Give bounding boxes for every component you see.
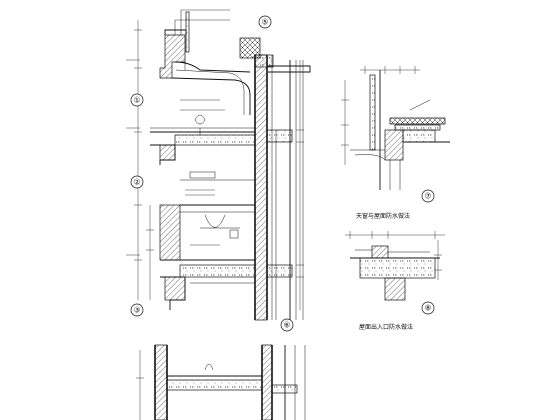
parapet [159,10,311,115]
lower-wall-section [136,344,306,420]
section-mark-5-label: ⑤ [261,18,268,27]
detail-8-caption: 屋面出入口防水做法 [359,323,413,331]
main-wall [254,54,304,321]
floor-slab-3 [160,259,293,310]
detail-7-caption: 天窗与屋面防水做法 [356,212,410,220]
section-mark-3: ③ [130,303,144,317]
section-mark-6: ⑥ [280,318,294,332]
section-mark-2: ② [130,175,144,189]
section-mark-3-label: ③ [133,306,140,315]
section-mark-7-label: ⑦ [424,192,431,201]
floor-slab-1 [150,114,293,165]
section-mark-1: ① [130,93,144,107]
detail-8-roof-hatch: 屋面出入口防水做法 [345,231,445,331]
floor-slab-2 [159,171,255,261]
section-mark-1-label: ① [133,96,140,105]
section-mark-8-label: ⑧ [424,304,431,313]
leader-lines [175,9,230,246]
section-mark-7: ⑦ [421,189,435,203]
detail-7-skylight: 天窗与屋面防水做法 [341,66,450,220]
section-mark-8: ⑧ [421,301,435,315]
right-dimension-chain [296,60,304,310]
section-mark-5: ⑤ [258,15,272,29]
main-wall-section [126,9,311,321]
left-dimension-chain [126,20,154,300]
section-mark-2-label: ② [133,178,140,187]
section-mark-6-label: ⑥ [283,321,290,330]
